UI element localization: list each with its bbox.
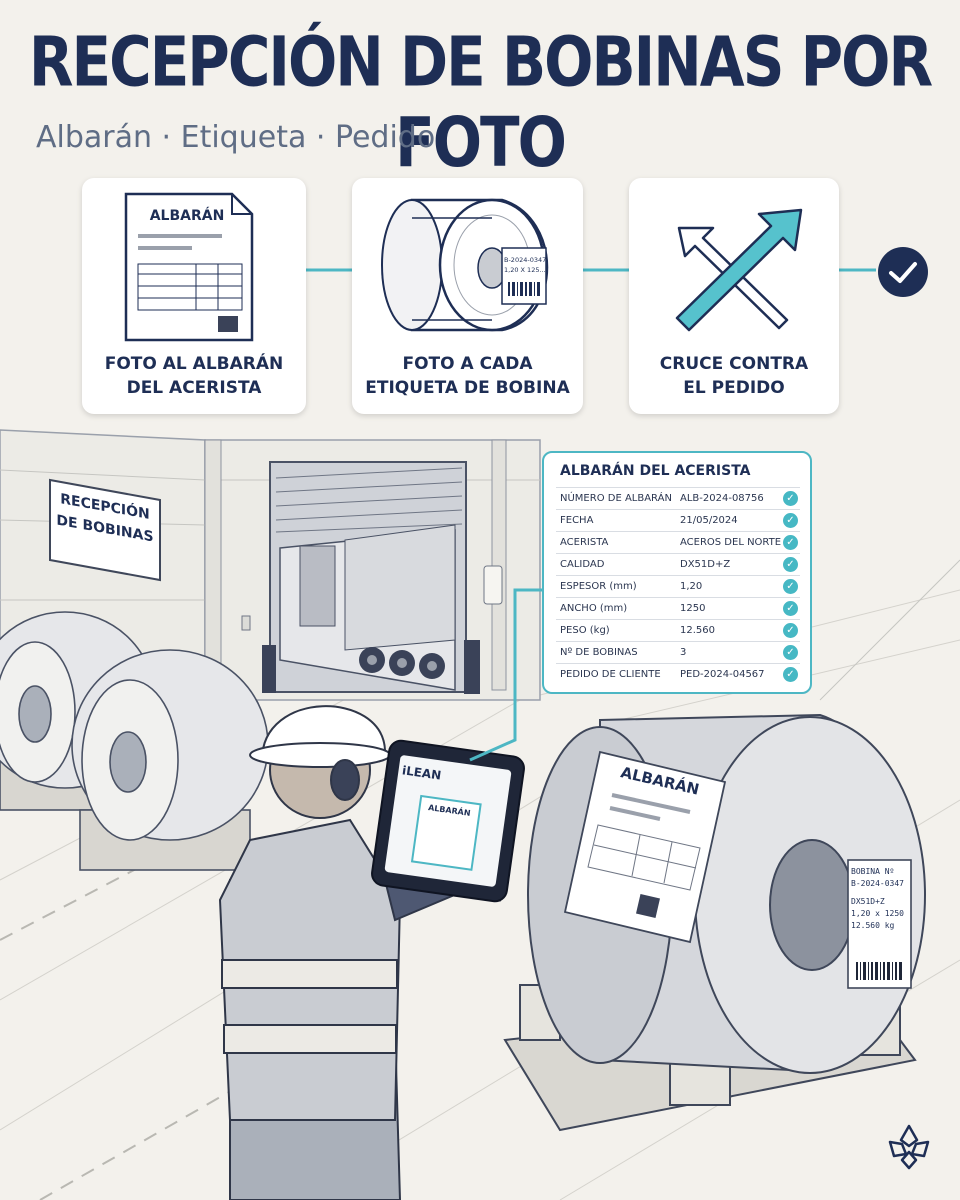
check-icon: ✓ — [783, 601, 798, 616]
panel-row-key: PEDIDO DE CLIENTE — [560, 669, 661, 680]
step-label-2: FOTO A CADA ETIQUETA DE BOBINA — [365, 354, 570, 398]
panel-row-value: 21/05/2024 — [680, 515, 738, 526]
page-subtitle: Albarán · Etiqueta · Pedido — [36, 120, 436, 155]
panel-row: ESPESOR (mm) 1,20 ✓ — [556, 575, 800, 597]
panel-row-value: ACEROS DEL NORTE — [680, 537, 782, 548]
panel-row-value: 12.560 — [680, 625, 715, 636]
panel-row: NÚMERO DE ALBARÁN ALB-2024-08756 ✓ — [556, 487, 800, 509]
albaran-data-panel: ALBARÁN DEL ACERISTA NÚMERO DE ALBARÁN AL… — [542, 451, 812, 694]
panel-row: FECHA 21/05/2024 ✓ — [556, 509, 800, 531]
panel-row-value: 1,20 — [680, 581, 703, 592]
panel-row-key: NÚMERO DE ALBARÁN — [560, 493, 672, 504]
logo-icon — [888, 1124, 930, 1170]
panel-row-key: CALIDAD — [560, 559, 605, 570]
panel-row: Nº DE BOBINAS 3 ✓ — [556, 641, 800, 663]
step-card-cruce: CRUCE CONTRA EL PEDIDO — [629, 178, 839, 414]
coil-label-dims: 1,20 x 1250 — [851, 909, 904, 918]
panel-row: CALIDAD DX51D+Z ✓ — [556, 553, 800, 575]
check-icon: ✓ — [783, 513, 798, 528]
albaran-doc-title: ALBARÁN — [150, 207, 225, 224]
panel-row-key: Nº DE BOBINAS — [560, 647, 638, 658]
check-icon: ✓ — [783, 557, 798, 572]
panel-row-key: FECHA — [560, 515, 594, 526]
coil-tag-line-2: 1,20 X 125... — [504, 266, 546, 274]
check-icon — [878, 247, 928, 297]
panel-row: ANCHO (mm) 1250 ✓ — [556, 597, 800, 619]
check-icon: ✓ — [783, 623, 798, 638]
step-label-3: CRUCE CONTRA EL PEDIDO — [659, 354, 809, 398]
check-icon: ✓ — [783, 645, 798, 660]
panel-row-key: PESO (kg) — [560, 625, 610, 636]
step-card-albaran: ALBARÁN FOTO AL ALBARÁN DEL ACERISTA — [82, 178, 306, 414]
panel-row: ACERISTA ACEROS DEL NORTE✓ — [556, 531, 800, 553]
coil-label-id: B-2024-0347 — [851, 879, 904, 888]
panel-row-key: ANCHO (mm) — [560, 603, 628, 614]
check-icon: ✓ — [783, 491, 798, 506]
panel-row-value: ALB-2024-08756 — [680, 493, 764, 504]
panel-row: PESO (kg) 12.560 ✓ — [556, 619, 800, 641]
panel-title: ALBARÁN DEL ACERISTA — [560, 463, 751, 479]
coil-label-grade: DX51D+Z — [851, 897, 885, 906]
cross-arrows-icon — [675, 208, 803, 332]
panel-row-value: 1250 — [680, 603, 706, 614]
panel-row: PEDIDO DE CLIENTE PED-2024-04567 ✓ — [556, 663, 800, 685]
step-card-etiqueta: B-2024-0347 1,20 X 125... FOTO A CADA ET… — [352, 178, 583, 414]
check-icon: ✓ — [783, 535, 798, 550]
coil-label-title: BOBINA Nº — [851, 867, 895, 876]
step-label-1: FOTO AL ALBARÁN DEL ACERISTA — [104, 354, 284, 398]
coil-label: BOBINA Nº B-2024-0347 DX51D+Z 1,20 x 125… — [851, 866, 909, 932]
check-icon: ✓ — [783, 667, 798, 682]
panel-row-value: DX51D+Z — [680, 559, 731, 570]
coil-tag-line-1: B-2024-0347 — [504, 256, 546, 264]
panel-row-key: ESPESOR (mm) — [560, 581, 637, 592]
panel-row-value: 3 — [680, 647, 687, 658]
document-icon: ALBARÁN — [124, 192, 254, 342]
check-icon: ✓ — [783, 579, 798, 594]
coil-label-weight: 12.560 kg — [851, 921, 895, 930]
page-title: RECEPCIÓN DE BOBINAS POR FOTO — [28, 22, 933, 183]
panel-row-value: PED-2024-04567 — [680, 669, 765, 680]
coil-icon: B-2024-0347 1,20 X 125... — [381, 198, 549, 332]
panel-row-key: ACERISTA — [560, 537, 609, 548]
